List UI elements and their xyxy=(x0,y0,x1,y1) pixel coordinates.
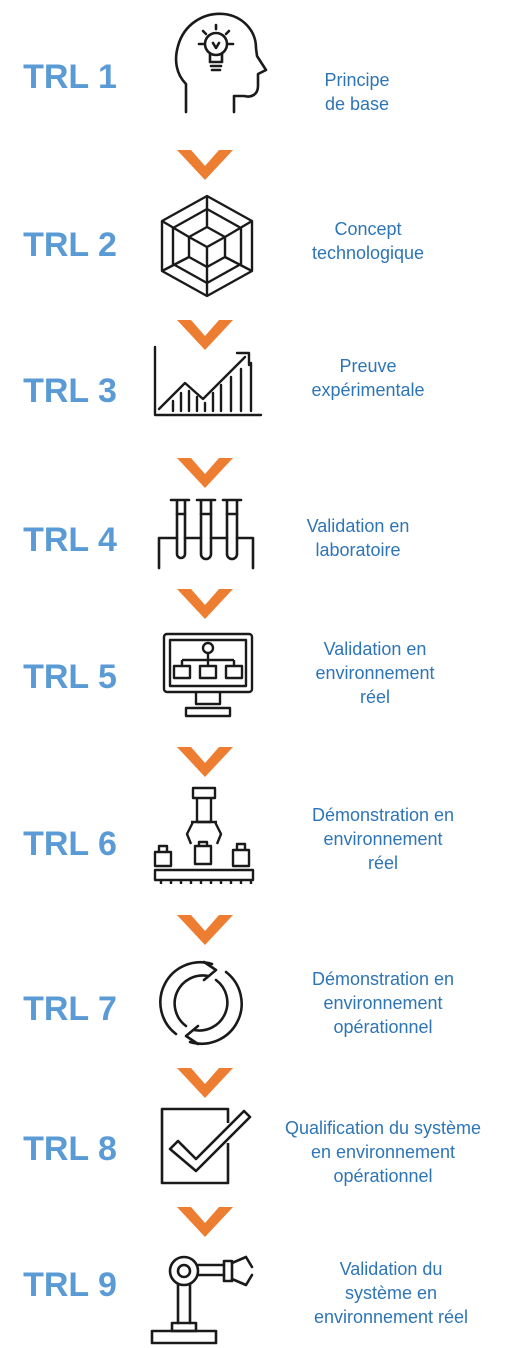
chevron-down-icon xyxy=(177,1205,233,1237)
trl-4-label: TRL 4 xyxy=(23,521,117,559)
trl-3-description-line: expérimentale xyxy=(311,380,425,400)
chevron-down-icon xyxy=(177,456,233,488)
trl-3-description: Preuve expérimentale xyxy=(243,354,493,402)
trl-8-description-line: opérationnel xyxy=(333,1166,433,1186)
trl-4-description-line: laboratoire xyxy=(315,540,401,560)
trl-4-description-line: Validation en xyxy=(306,516,410,536)
trl-9-description-line: environnement réel xyxy=(313,1307,469,1327)
chevron-down-icon xyxy=(177,148,233,180)
trl-1-label: TRL 1 xyxy=(23,58,117,96)
chevron-down-icon xyxy=(177,745,233,777)
trl-9-description-line: Validation du xyxy=(339,1259,443,1279)
factory-gripper-icon xyxy=(153,786,255,886)
trl-2-label: TRL 2 xyxy=(23,226,117,264)
trl-1-description-line: de base xyxy=(324,94,390,114)
trl-7-description-line: environnement xyxy=(323,993,443,1013)
trl-3-description-line: Preuve xyxy=(339,356,397,376)
checkbox-check-icon xyxy=(158,1105,254,1187)
trl-6-description: Démonstration en environnement réel xyxy=(258,803,508,875)
trl-8-description-line: Qualification du système xyxy=(284,1118,482,1138)
robot-arm-icon xyxy=(150,1253,260,1345)
trl-9-description: Validation du système en environnement r… xyxy=(266,1257,510,1329)
trl-2-description: Concept technologique xyxy=(243,217,493,265)
trl-4-description: Validation en laboratoire xyxy=(233,514,483,562)
trl-6-description-line: réel xyxy=(367,853,398,873)
chevron-down-icon xyxy=(177,587,233,619)
trl-2-description-line: technologique xyxy=(311,243,425,263)
trl-8-description: Qualification du système en environnemen… xyxy=(258,1116,508,1188)
trl-8-label: TRL 8 xyxy=(23,1130,117,1168)
cycle-arrows-icon xyxy=(158,960,244,1046)
chevron-down-icon xyxy=(177,1066,233,1098)
chevron-down-icon xyxy=(177,318,233,350)
trl-8-description-line: en environnement xyxy=(310,1142,456,1162)
test-tubes-icon xyxy=(155,498,255,570)
trl-5-description-line: réel xyxy=(359,687,390,707)
trl-1-description: Principe de base xyxy=(232,68,482,116)
trl-7-description: Démonstration en environnement opération… xyxy=(258,967,508,1039)
head-lightbulb-icon xyxy=(172,8,268,118)
chevron-down-icon xyxy=(177,913,233,945)
trl-5-description-line: Validation en xyxy=(323,639,427,659)
trl-1-description-line: Principe xyxy=(324,70,390,90)
growth-chart-icon xyxy=(151,345,263,419)
trl-9-label: TRL 9 xyxy=(23,1266,117,1304)
trl-7-label: TRL 7 xyxy=(23,990,117,1028)
monitor-hierarchy-icon xyxy=(162,632,254,720)
trl-6-label: TRL 6 xyxy=(23,825,117,863)
trl-6-description-line: environnement xyxy=(323,829,443,849)
trl-6-description-line: Démonstration en xyxy=(311,805,455,825)
trl-7-description-line: opérationnel xyxy=(333,1017,433,1037)
trl-2-description-line: Concept xyxy=(334,219,402,239)
trl-5-description-line: environnement xyxy=(315,663,435,683)
trl-5-description: Validation en environnement réel xyxy=(250,637,500,709)
trl-9-description-line: système en xyxy=(344,1283,438,1303)
trl-3-label: TRL 3 xyxy=(23,372,117,410)
trl-7-description-line: Démonstration en xyxy=(311,969,455,989)
trl-5-label: TRL 5 xyxy=(23,658,117,696)
cube-concept-icon xyxy=(158,193,256,299)
